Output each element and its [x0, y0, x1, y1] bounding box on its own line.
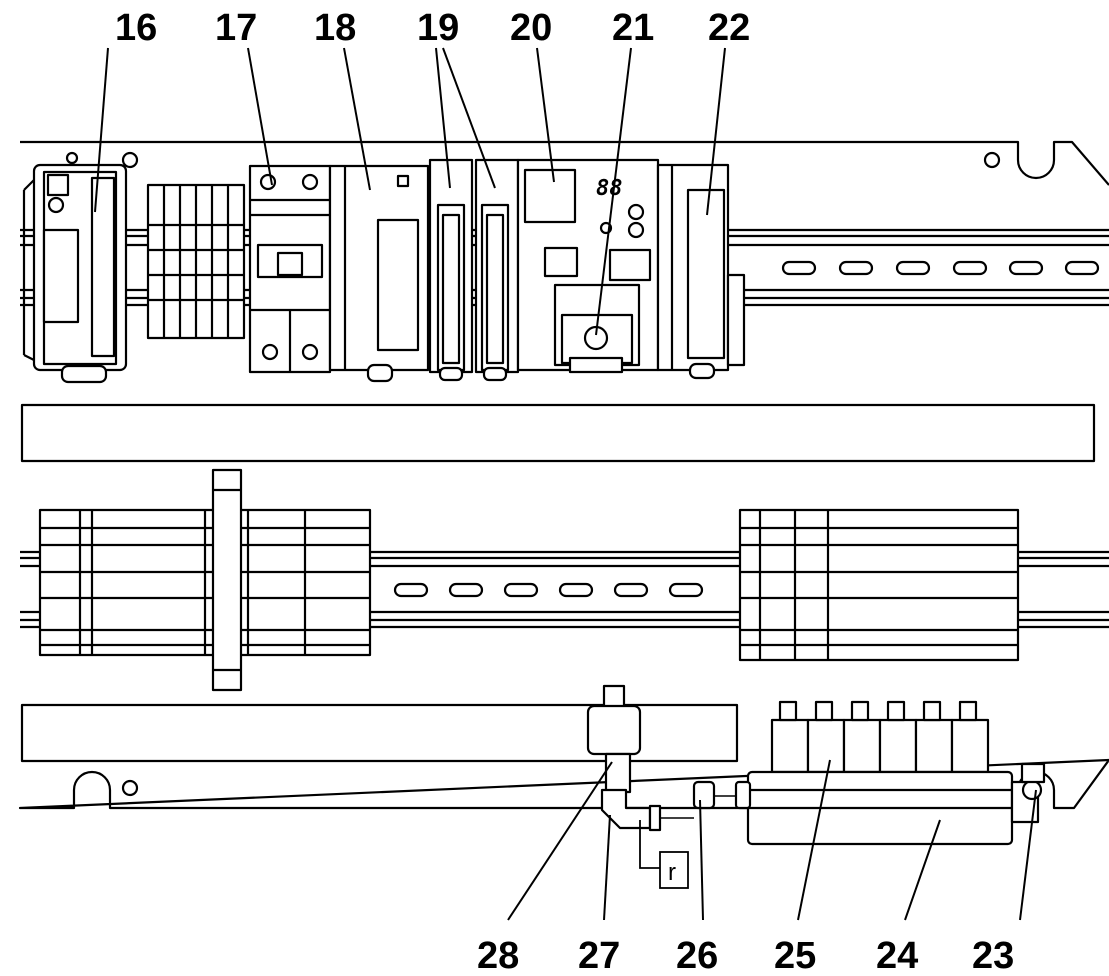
callout-21: 21: [612, 7, 654, 49]
cpu-module: 88: [516, 158, 660, 374]
callout-23: 23: [972, 935, 1014, 976]
io-module-right: [474, 158, 520, 382]
callout-28: 28: [477, 935, 519, 976]
wiring-duct-lower: [20, 703, 739, 763]
elbow-fitting: [600, 788, 662, 832]
manifold-elbow-fitting: [1010, 762, 1046, 824]
callout-20: 20: [510, 7, 552, 49]
mounting-plate: [18, 140, 1109, 810]
tube-label: r: [668, 859, 676, 886]
communication-module: [656, 163, 746, 380]
mounting-hole-top-left: [121, 151, 139, 169]
manifold-inlet-plug: [734, 780, 752, 810]
lower-terminal-blocks-right: [738, 508, 1020, 662]
pressure-switch: [586, 684, 642, 794]
callout-24: 24: [876, 935, 918, 976]
callout-19: 19: [417, 7, 459, 49]
callout-17: 17: [215, 7, 257, 49]
callout-18: 18: [314, 7, 356, 49]
lower-terminal-blocks-left: [38, 468, 372, 692]
circuit-breaker: [248, 164, 332, 374]
mounting-hole-top-right: [983, 151, 1001, 169]
leader-lines: [94, 47, 1037, 921]
valve-manifold: [746, 770, 1014, 846]
upper-terminal-blocks: [146, 183, 246, 340]
wiring-duct-upper: [20, 403, 1096, 463]
callout-22: 22: [708, 7, 750, 49]
callout-25: 25: [774, 935, 816, 976]
plc-power-module: [328, 164, 430, 383]
solenoid-valve-bank: [770, 700, 990, 774]
mounting-hole-bottom-left: [121, 779, 139, 797]
callout-27: 27: [578, 935, 620, 976]
power-supply-unit: [22, 151, 128, 384]
callout-labels: 16 17 18 19 20 21 22 28 27 26 25 24 23: [115, 7, 1014, 976]
callout-16: 16: [115, 7, 157, 49]
inlet-fitting: [692, 780, 716, 810]
cpu-display-digits: 88: [596, 176, 623, 201]
tube-label-box: r: [639, 820, 689, 889]
io-module-left: [428, 158, 474, 382]
callout-26: 26: [676, 935, 718, 976]
